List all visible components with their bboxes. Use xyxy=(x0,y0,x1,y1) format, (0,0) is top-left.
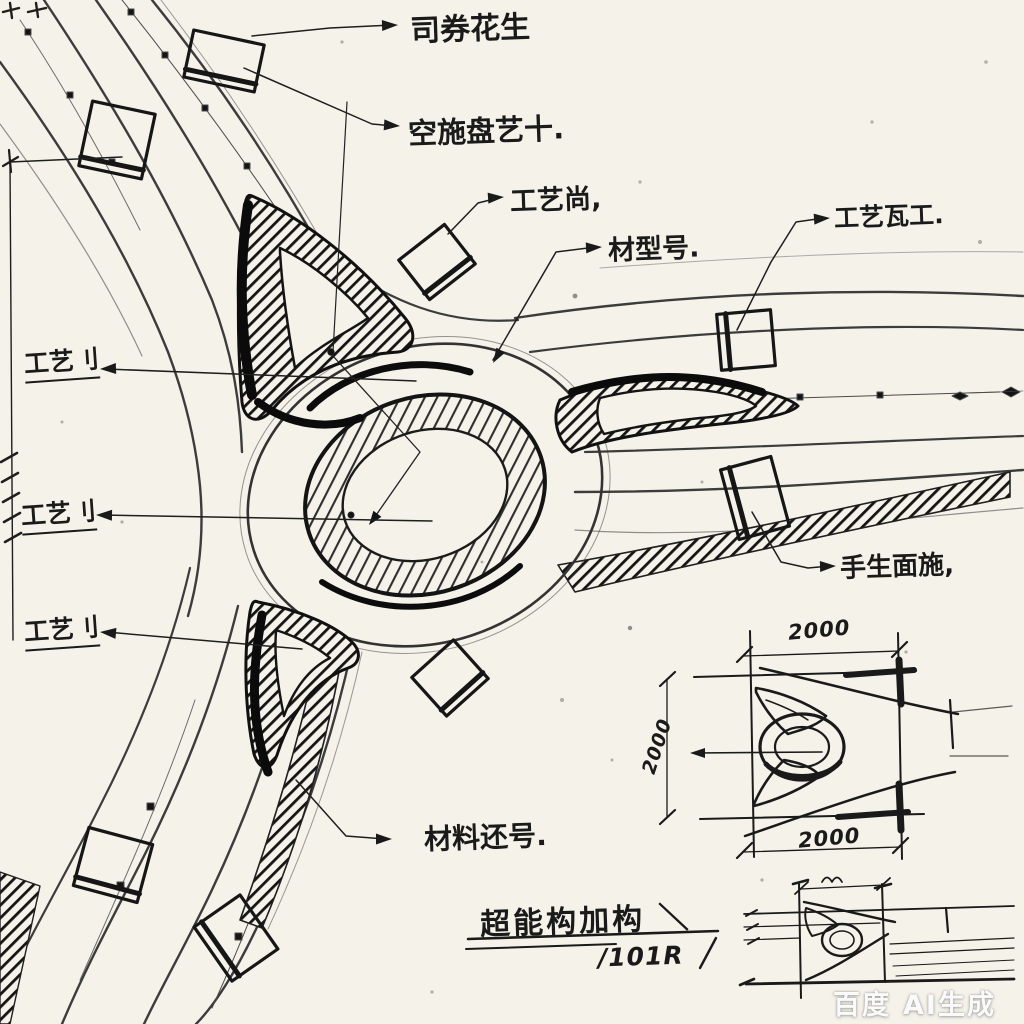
construction-marks xyxy=(327,101,421,525)
arrowhead xyxy=(383,119,400,131)
ring-hatch xyxy=(305,394,545,596)
callout-craft-left-2: 工艺刂 xyxy=(19,491,98,536)
arrowhead xyxy=(100,627,117,639)
watermark-suffix: AI生成 xyxy=(903,990,996,1021)
callout-material-model: 材型号. xyxy=(607,232,700,267)
detail-sketch-1 xyxy=(658,630,1013,860)
arrowhead xyxy=(376,833,392,845)
arrowhead xyxy=(493,347,506,363)
crossing-marker xyxy=(410,638,490,718)
east-median-hatch xyxy=(557,471,1011,593)
crossing-marker xyxy=(715,308,777,372)
arrowhead xyxy=(819,561,836,573)
paper-speckles xyxy=(60,40,988,994)
title-underlines xyxy=(465,929,720,970)
callout-top: 司券花生 xyxy=(409,9,531,50)
main-dimensions xyxy=(0,1,123,641)
callout-leaders xyxy=(96,20,836,845)
callout-hand-surface: 手生面施, xyxy=(839,550,955,584)
callout-craft-shang: 工艺尚, xyxy=(509,183,602,218)
callout-craft-left-1: 工艺刂 xyxy=(22,339,101,384)
callout-facility-plate: 空施盘艺十. xyxy=(407,111,565,151)
ring-heavy-stroke xyxy=(306,361,474,412)
crossing-marker xyxy=(397,222,477,302)
hatched-medians xyxy=(0,471,1011,1024)
arrowhead xyxy=(100,362,117,374)
arrowhead xyxy=(585,242,602,254)
arrowhead xyxy=(690,748,705,758)
arrowhead xyxy=(813,213,830,225)
dim-squiggle xyxy=(821,876,843,883)
drawing-title: 超能构加构 ＼ xyxy=(479,900,693,943)
arrowhead xyxy=(96,509,113,521)
dim-squiggle xyxy=(745,909,760,945)
centerline-end-diamond xyxy=(1001,386,1021,398)
north-island xyxy=(236,193,415,429)
callout-material-number: 材料还号. xyxy=(423,818,548,857)
crossing-marker xyxy=(71,825,155,905)
crossing-marker xyxy=(182,28,266,94)
arrowhead xyxy=(381,20,398,32)
detail-sketch-2 xyxy=(738,876,1016,999)
south-island xyxy=(244,599,360,777)
callout-craft-left-3: 工艺刂 xyxy=(22,607,101,652)
callout-craft-tile: 工艺瓦工. xyxy=(833,200,945,233)
crossing-marker xyxy=(77,99,157,181)
watermark-brand: 百度 xyxy=(833,990,891,1021)
watermark: 百度 AI生成 xyxy=(833,983,996,1022)
roundabout xyxy=(239,336,611,654)
drawing-code: /101R xyxy=(597,940,685,973)
east-island xyxy=(554,373,800,454)
arrowhead xyxy=(487,192,504,204)
crossing-marker xyxy=(192,893,280,983)
dim-squiggle xyxy=(0,451,23,544)
